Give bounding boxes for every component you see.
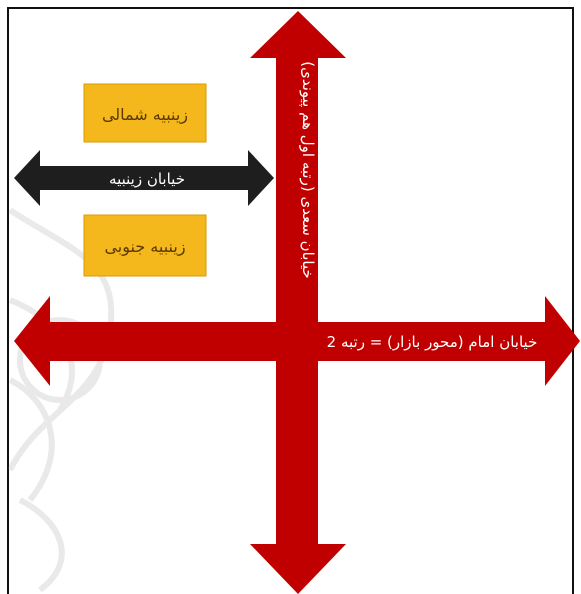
south-zeynabieh-box xyxy=(83,214,207,277)
diagram-frame xyxy=(7,7,574,594)
zeynabieh-street-label: خیابان زینبیه xyxy=(109,170,185,188)
saadi-street-label: خیابان سعدی (رتبه اول هم پیوندی) xyxy=(298,61,317,279)
saadi-street-arrow xyxy=(250,11,346,594)
imam-street-label: خیابان امام (محور بازار) = رتبه 2 xyxy=(327,333,538,351)
north-zeynabieh-box xyxy=(83,83,207,143)
south-zeynabieh-label: زینبیه جنوبی xyxy=(104,237,185,257)
north-zeynabieh-label: زینبیه شمالی xyxy=(102,105,188,125)
zeynabieh-street-arrow xyxy=(14,150,274,206)
